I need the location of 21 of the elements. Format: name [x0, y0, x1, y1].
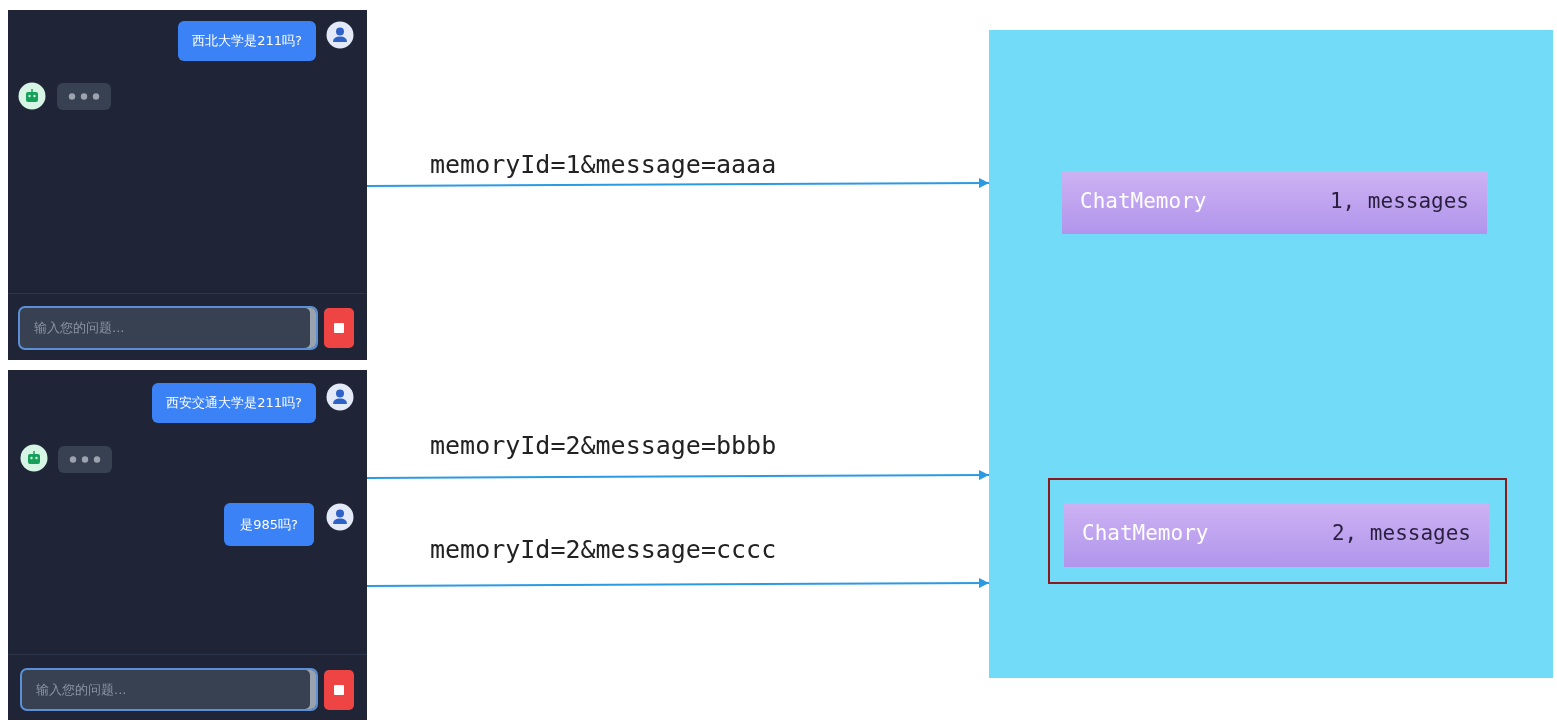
memory-store-area [989, 30, 1553, 678]
arrow [366, 470, 990, 481]
input-field: 输入您的问题... [18, 306, 318, 350]
memory-title: ChatMemory [1082, 521, 1209, 545]
highlight-frame [1048, 478, 1507, 584]
edge-label: memoryId=1&message=aaaa [430, 150, 777, 179]
message-bubble: 是985吗? [224, 503, 314, 546]
edge-label: memoryId=2&message=bbbb [430, 431, 777, 460]
message-bubble: 西安交通大学是211吗? [152, 383, 316, 423]
message-bubble: 西北大学是211吗? [178, 21, 316, 61]
arrow [366, 178, 990, 189]
input-field: 输入您的问题... [20, 668, 318, 711]
arrow [366, 578, 990, 589]
memory-title: ChatMemory [1080, 189, 1207, 213]
memory-id-label: 1, messages [1329, 189, 1469, 213]
chat-memory-box [1062, 171, 1487, 234]
memory-id-label: 2, messages [1331, 521, 1471, 545]
chat-panel [8, 370, 367, 720]
chat-panel [8, 10, 367, 360]
edge-label: memoryId=2&message=cccc [430, 535, 777, 564]
chat-memory-box [1064, 503, 1489, 567]
